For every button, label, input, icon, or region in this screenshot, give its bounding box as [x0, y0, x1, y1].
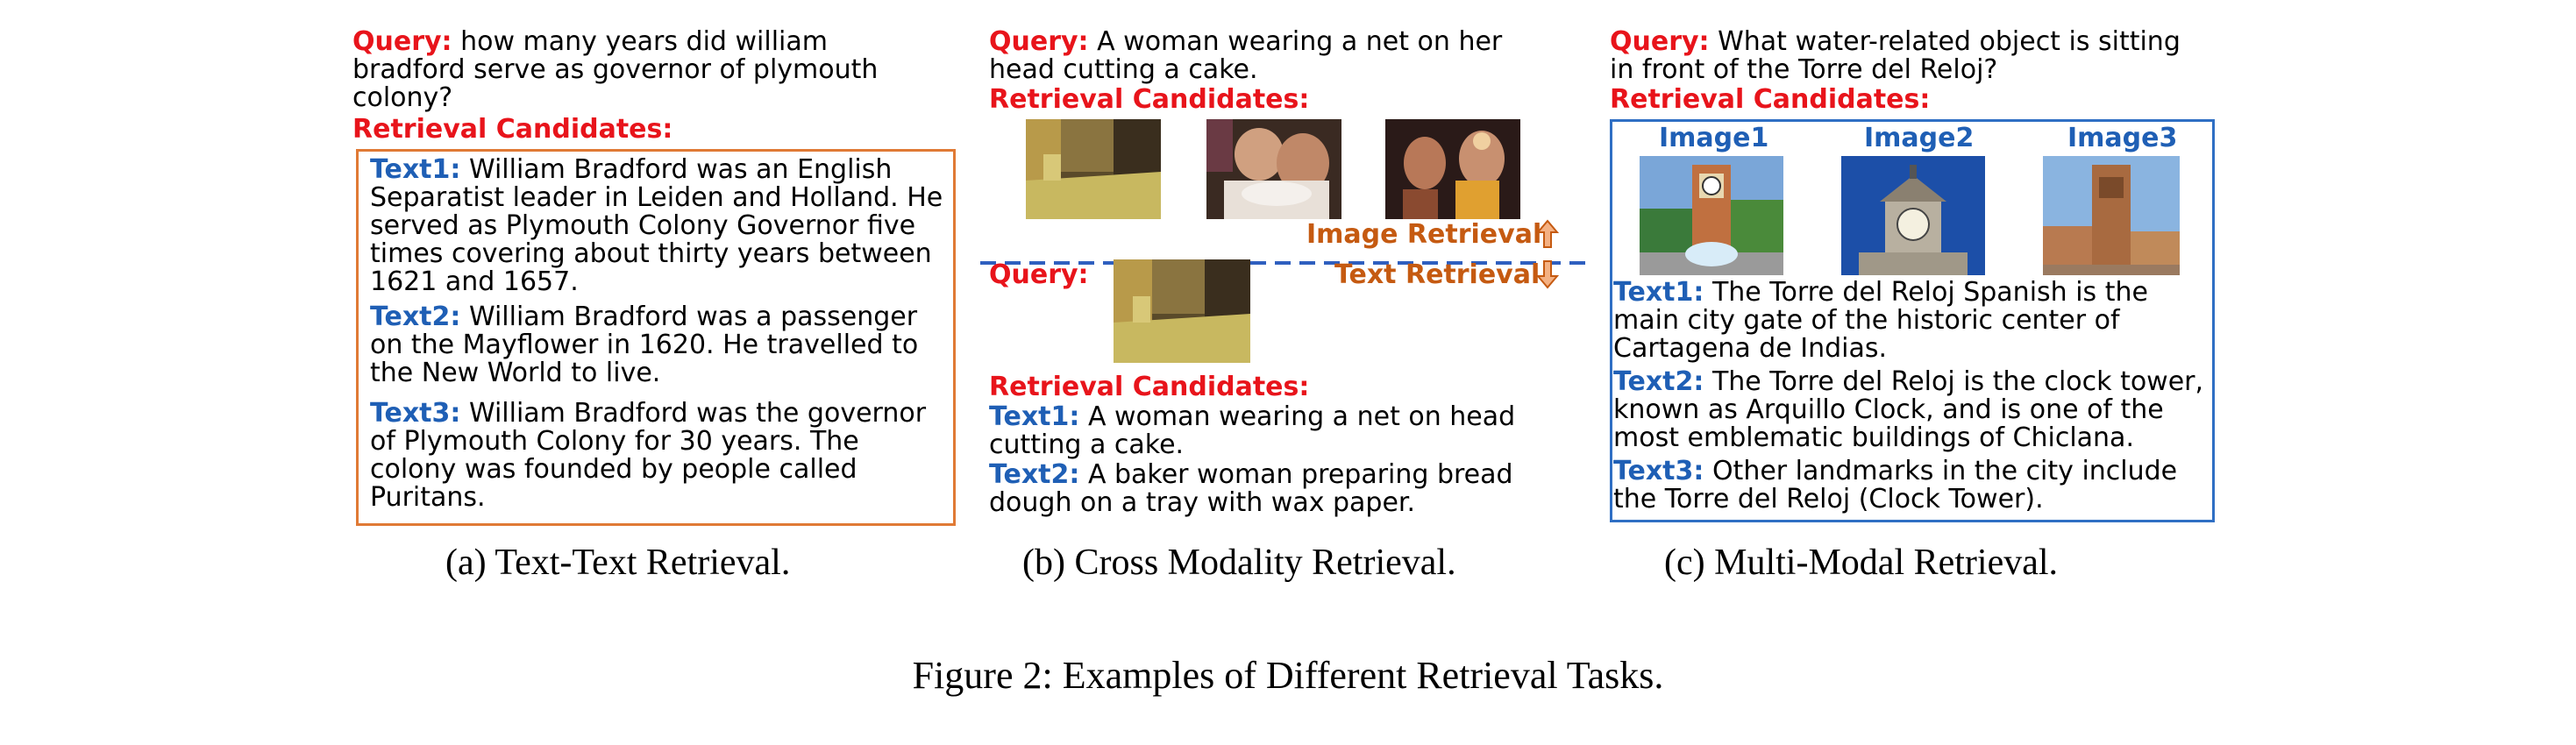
panel-b-candidates2-label: Retrieval Candidates: — [989, 372, 1310, 402]
panel-a-query-text: how many years did william bradford serv… — [352, 26, 879, 113]
panel-b-text2-body: A baker woman preparing bread dough on a… — [989, 459, 1513, 518]
panel-a-text2: Text2: William Bradford was a passenger … — [370, 303, 949, 387]
panel-b-text2-label: Text2: — [989, 459, 1080, 490]
panel-a-text3-body: William Bradford was the governor of Ply… — [370, 398, 927, 513]
panel-b-caption: (b) Cross Modality Retrieval. — [1022, 543, 1456, 583]
panel-b-candidates-label: Retrieval Candidates: — [989, 84, 1310, 115]
panel-c-text1-body: The Torre del Reloj Spanish is the main … — [1613, 277, 2148, 364]
panel-a-query-label: Query: — [352, 26, 452, 57]
panel-b-query2-label: Query: — [989, 259, 1089, 290]
figure-caption: Figure 2: Examples of Different Retrieva… — [912, 654, 1664, 697]
query-image-kitchen — [1114, 259, 1250, 363]
image3-label: Image3 — [2067, 123, 2178, 153]
arrow-down-icon — [1535, 259, 1560, 293]
panel-a-text1-label: Text1: — [370, 154, 461, 185]
panel-c-text1: Text1: The Torre del Reloj Spanish is th… — [1613, 279, 2210, 363]
candidate-image-party — [1385, 119, 1520, 219]
panel-c-text2: Text2: The Torre del Reloj is the clock … — [1613, 368, 2213, 452]
panel-c-query-label: Query: — [1610, 26, 1710, 57]
image1-label: Image1 — [1659, 123, 1769, 153]
panel-c-text1-label: Text1: — [1613, 277, 1704, 308]
panel-a-text2-label: Text2: — [370, 302, 461, 332]
panel-b-query-label: Query: — [989, 26, 1089, 57]
panel-a-candidates-label: Retrieval Candidates: — [352, 114, 673, 145]
panel-c-text3: Text3: Other landmarks in the city inclu… — [1613, 458, 2210, 514]
panel-b-text2: Text2: A baker woman preparing bread dou… — [989, 461, 1550, 517]
panel-c-caption: (c) Multi-Modal Retrieval. — [1664, 543, 2059, 583]
image2-label: Image2 — [1864, 123, 1975, 153]
text-retrieval-label: Text Retrieval — [1334, 259, 1541, 290]
image3-brick-tower — [2043, 156, 2180, 275]
candidate-image-cake — [1206, 119, 1341, 219]
image1-torre-fountain — [1640, 156, 1783, 275]
panel-c-candidates-label: Retrieval Candidates: — [1610, 84, 1931, 115]
panel-c-query-text: What water-related object is sitting in … — [1610, 26, 2181, 85]
panel-c-text2-label: Text2: — [1613, 366, 1704, 397]
panel-c-text3-body: Other landmarks in the city include the … — [1613, 456, 2178, 514]
panel-a-caption: (a) Text-Text Retrieval. — [445, 543, 791, 583]
image2-arquillo-clock — [1841, 156, 1985, 275]
candidate-image-kitchen — [1026, 119, 1161, 219]
panel-c-text3-label: Text3: — [1613, 456, 1704, 486]
retrieval-divider — [980, 252, 1585, 269]
panel-b-text1: Text1: A woman wearing a net on head cut… — [989, 403, 1550, 459]
arrow-up-icon — [1535, 219, 1560, 252]
panel-b-text1-body: A woman wearing a net on head cutting a … — [989, 401, 1516, 460]
image-retrieval-label: Image Retrieval — [1306, 219, 1542, 250]
panel-a-text3-label: Text3: — [370, 398, 461, 429]
panel-a-text3: Text3: William Bradford was the governor… — [370, 400, 949, 512]
panel-a-text1-body: William Bradford was an English Separati… — [370, 154, 943, 297]
panel-a-candidates-box — [356, 149, 956, 526]
panel-a-text2-body: William Bradford was a passenger on the … — [370, 302, 919, 388]
panel-a-text1: Text1: William Bradford was an English S… — [370, 156, 949, 296]
panel-c-query: Query: What water-related object is sitt… — [1610, 28, 2206, 84]
panel-c-text2-body: The Torre del Reloj is the clock tower, … — [1613, 366, 2204, 453]
panel-c-candidates-box — [1610, 119, 2215, 522]
panel-a-query: Query: how many years did william bradfo… — [352, 28, 949, 112]
panel-b-text1-label: Text1: — [989, 401, 1080, 432]
panel-b-query: Query: A woman wearing a net on her head… — [989, 28, 1550, 84]
panel-b-query-text: A woman wearing a net on her head cuttin… — [989, 26, 1503, 85]
